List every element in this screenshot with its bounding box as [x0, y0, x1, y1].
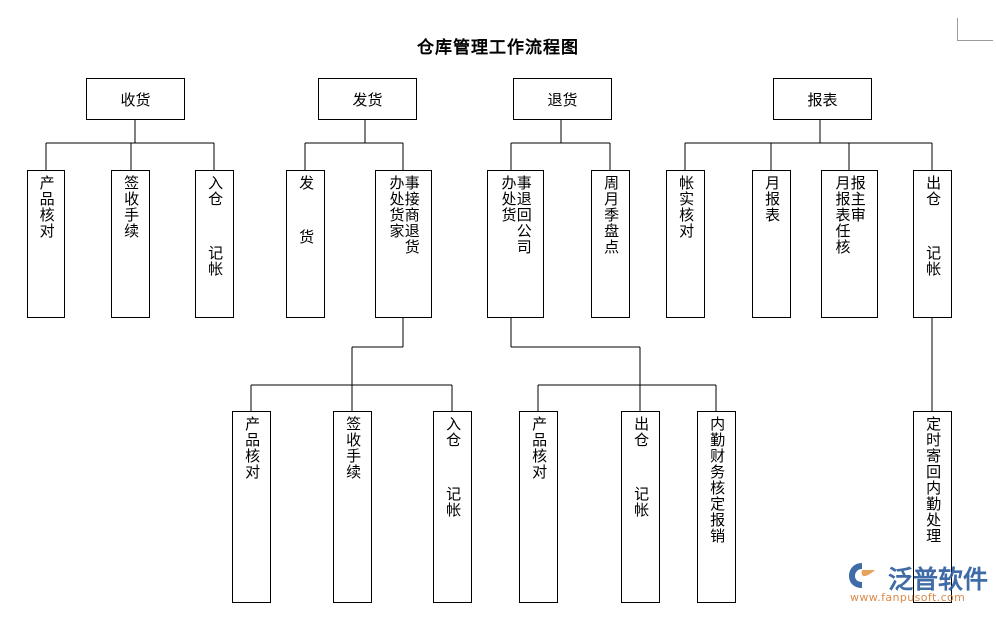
node-baobiao-account-stock-check[interactable]: 帐实核对 — [666, 170, 705, 318]
node-label-col-right: 入仓 记帐 — [206, 175, 225, 277]
node-label-col-right: 出仓 记帐 — [632, 416, 651, 518]
node-root-shouhuo[interactable]: 收货 — [86, 78, 185, 120]
fanpu-logo-icon — [849, 563, 875, 588]
node-tuihuo-sub-finance-reimburse[interactable]: 内勤财务核定报销 — [697, 411, 736, 603]
node-label-col-right: 签收手续 — [122, 175, 141, 239]
node-label-col-right: 内勤财务核定报销 — [708, 416, 727, 544]
node-baobiao-sub-scheduled-mailback[interactable]: 定时寄回内勤处理 — [913, 411, 952, 603]
node-fahuo-sub-inbound-record[interactable]: 入仓 记帐 — [433, 411, 472, 603]
node-label-col-right: 发 货 — [297, 175, 316, 245]
node-tuihuo-sub-outbound-record[interactable]: 出仓 记帐 — [621, 411, 660, 603]
node-label-col-right: 出仓 记帐 — [924, 175, 943, 277]
node-root-baobiao[interactable]: 报表 — [773, 78, 872, 120]
node-label-col-right: 月报表 — [763, 175, 782, 223]
node-label-col-right: 产品核对 — [530, 416, 549, 480]
node-label-col-right: 定时寄回内勤处理 — [924, 416, 943, 544]
page-title: 仓库管理工作流程图 — [417, 38, 579, 58]
node-label-col-right: 产品核对 — [37, 175, 56, 239]
node-label-col-right: 入仓 记帐 — [444, 416, 463, 518]
node-fahuo-sub-product-check[interactable]: 产品核对 — [232, 411, 271, 603]
node-fahuo-merchant-return[interactable]: 事接商退货 办处货家 — [375, 170, 432, 318]
node-shouhuo-signoff[interactable]: 签收手续 — [111, 170, 150, 318]
node-label: 收货 — [120, 90, 151, 109]
node-root-tuihuo[interactable]: 退货 — [513, 78, 612, 120]
node-label-col-left: 办处货 — [499, 175, 518, 223]
node-label-col-right: 签收手续 — [344, 416, 363, 480]
node-label-col-right: 事退回公司 — [514, 175, 533, 255]
node-label-col-right: 报主审 — [848, 175, 867, 223]
node-label-col-right: 事接商退货 — [402, 175, 421, 255]
node-tuihuo-sub-product-check[interactable]: 产品核对 — [519, 411, 558, 603]
node-label-col-right: 帐实核对 — [677, 175, 696, 239]
node-label: 报表 — [807, 90, 838, 109]
node-baobiao-monthly-report[interactable]: 月报表 — [752, 170, 791, 318]
node-baobiao-director-review[interactable]: 报主审 月报表任核 — [821, 170, 878, 318]
node-label: 退货 — [547, 90, 578, 109]
node-shouhuo-inbound-record[interactable]: 入仓 记帐 — [195, 170, 234, 318]
node-tuihuo-periodic-stocktake[interactable]: 周月季盘点 — [591, 170, 630, 318]
node-baobiao-outbound-record[interactable]: 出仓 记帐 — [913, 170, 952, 318]
node-fahuo-ship[interactable]: 发 货 — [286, 170, 325, 318]
node-label: 发货 — [352, 90, 383, 109]
node-tuihuo-return-to-company[interactable]: 事退回公司 办处货 — [487, 170, 544, 318]
node-shouhuo-product-check[interactable]: 产品核对 — [27, 170, 65, 318]
node-fahuo-sub-signoff[interactable]: 签收手续 — [333, 411, 372, 603]
node-label-col-right: 周月季盘点 — [602, 175, 621, 255]
node-label-col-left: 月报表任核 — [833, 175, 852, 255]
node-root-fahuo[interactable]: 发货 — [318, 78, 417, 120]
node-label-col-left: 办处货家 — [387, 175, 406, 239]
node-label-col-right: 产品核对 — [243, 416, 262, 480]
